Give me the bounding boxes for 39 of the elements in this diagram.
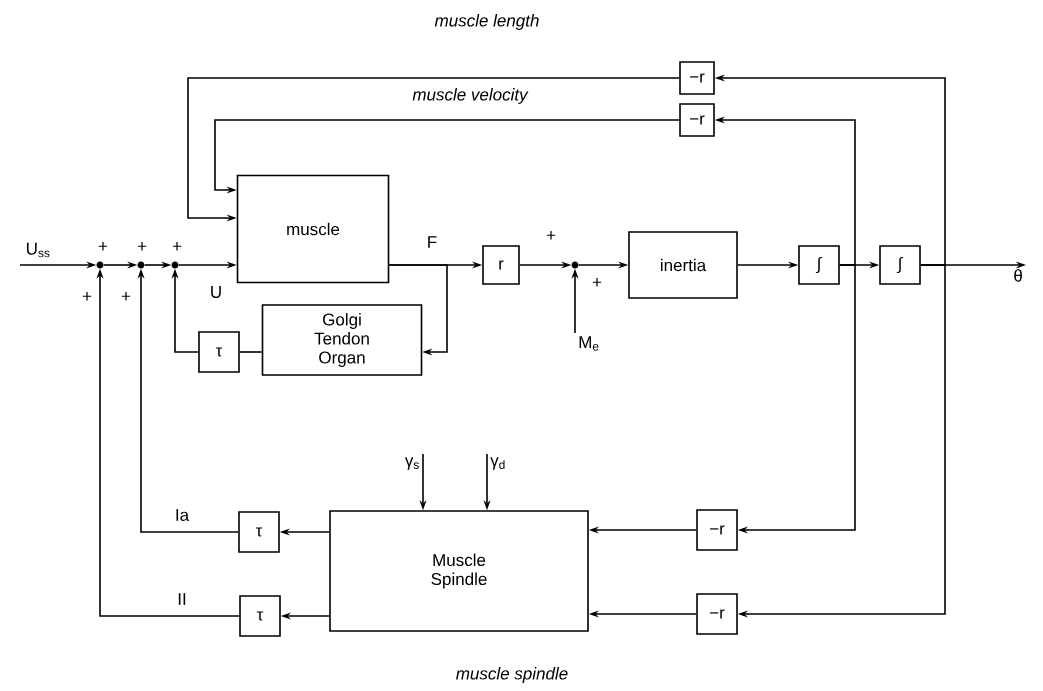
block-box: ∫	[879, 245, 921, 285]
block-box: Golgi Tendon Organ	[261, 304, 423, 376]
block-box: inertia	[628, 231, 738, 299]
summing-junction	[571, 261, 579, 269]
block-box: −r	[679, 61, 715, 95]
edge-label: F	[425, 235, 439, 249]
block-box: −r	[696, 509, 738, 551]
sign-label: +	[546, 231, 556, 240]
input-label: γ$_{s}$	[404, 457, 419, 470]
caption: muscle spindle	[456, 667, 568, 683]
edge-label: Ia	[173, 508, 191, 522]
connector-line	[239, 351, 263, 353]
block-box: Muscle Spindle	[329, 510, 589, 632]
sign-label: +	[121, 292, 131, 301]
block-box: −r	[679, 103, 715, 137]
block-box: r	[482, 245, 520, 285]
block-box: ∫	[798, 245, 840, 285]
signal-label: U$_{ss}$	[27, 242, 50, 258]
block-box: τ	[198, 331, 240, 373]
block-box: −r	[696, 593, 738, 635]
edge-label: II	[176, 592, 188, 606]
sign-label: +	[82, 292, 92, 301]
summing-junction	[171, 261, 179, 269]
block-box: τ	[239, 595, 281, 637]
edge-label: muscle length	[433, 13, 541, 31]
sign-label: +	[137, 242, 147, 251]
arrow	[388, 264, 448, 356]
summing-junction	[96, 261, 104, 269]
edge-label: U	[208, 285, 224, 299]
block-box: muscle	[236, 174, 390, 284]
input-label: M$_{e}$	[579, 336, 599, 351]
edge-label: muscle velocity	[411, 87, 529, 105]
input-label: θ	[1014, 269, 1022, 282]
sign-label: +	[98, 242, 108, 251]
input-label: γ$_{d}$	[490, 457, 505, 470]
sign-label: +	[592, 278, 602, 287]
summing-junction	[137, 261, 145, 269]
block-box: τ	[238, 511, 280, 553]
sign-label: +	[172, 242, 182, 251]
